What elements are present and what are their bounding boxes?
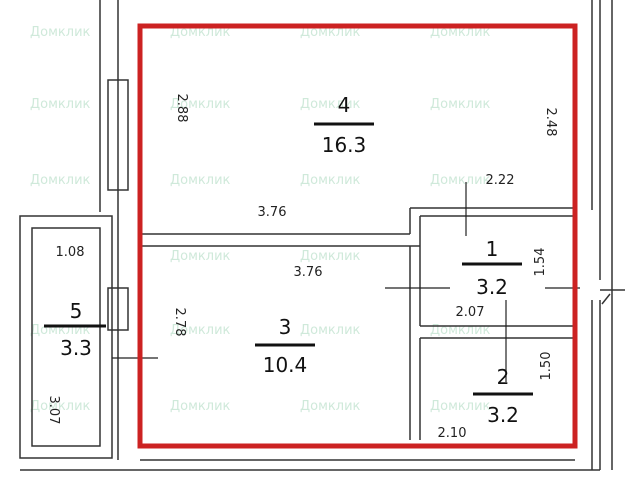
room-area: 16.3 [322, 133, 367, 157]
room-area: 3.2 [476, 275, 508, 299]
dim-room1-width-bottom: 2.07 [456, 305, 485, 320]
room-area: 3.2 [487, 403, 519, 427]
dim-room2-width: 2.10 [438, 426, 467, 441]
dimension-lines [112, 182, 580, 382]
watermark-text: Домклик [430, 97, 491, 112]
watermark-text: Домклик [300, 97, 361, 112]
balcony-inner [31, 227, 101, 447]
room-4: 4 16.3 [314, 93, 374, 157]
balcony-outline [19, 215, 113, 459]
room-area: 10.4 [263, 353, 308, 377]
watermark-text: Домклик [300, 173, 361, 188]
dim-room3-width: 3.76 [294, 265, 323, 280]
watermark-text: Домклик [30, 399, 91, 414]
watermark-text: Домклик [170, 323, 231, 338]
room-2: 2 3.2 [473, 365, 533, 427]
watermark-text: Домклик [170, 25, 231, 40]
room-number: 1 [486, 237, 499, 261]
wall-lines [19, 0, 625, 471]
room-number: 4 [338, 93, 351, 117]
dim-balcony-width: 1.08 [56, 245, 85, 260]
dim-room1-width-top: 2.22 [486, 173, 515, 188]
watermark-text: Домклик [30, 173, 91, 188]
watermark-text: Домклик [430, 25, 491, 40]
watermark-text: Домклик [300, 399, 361, 414]
room-area: 3.3 [60, 336, 92, 360]
dim-room1-height: 1.54 [533, 248, 548, 277]
watermark-text: Домклик [170, 173, 231, 188]
watermark-text: Домклик [430, 399, 491, 414]
watermark-text: Домклик [30, 25, 91, 40]
watermark-text: Домклик [430, 173, 491, 188]
watermark-text: Домклик [170, 249, 231, 264]
room-5: 5 3.3 [44, 299, 106, 360]
dim-room4-width: 3.76 [258, 205, 287, 220]
watermark-text: Домклик [170, 97, 231, 112]
dim-right-wall: 2.48 [543, 108, 558, 137]
dimension-tick [601, 293, 611, 305]
room-3: 3 10.4 [255, 315, 315, 377]
watermark-text: Домклик [30, 97, 91, 112]
dim-room2-height: 1.50 [539, 352, 554, 381]
room-number: 2 [497, 365, 510, 389]
watermark-text: Домклик [300, 249, 361, 264]
room-1: 1 3.2 [462, 237, 522, 299]
room-number: 3 [279, 315, 292, 339]
watermark-text: Домклик [300, 25, 361, 40]
watermark-text: Домклик [170, 399, 231, 414]
room-number: 5 [70, 299, 83, 323]
apartment-outline [137, 23, 578, 449]
watermark-text: Домклик [300, 323, 361, 338]
dim-room3-height: 2.78 [172, 308, 187, 337]
dim-room4-height: 2.88 [174, 94, 189, 123]
dim-balcony-height: 3.07 [46, 396, 61, 425]
